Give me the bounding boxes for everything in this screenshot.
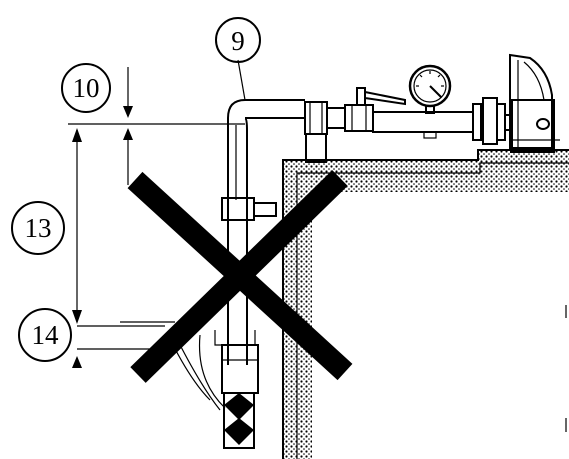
callout-14: 14 bbox=[18, 308, 72, 362]
valve-handle bbox=[364, 90, 406, 106]
svg-text:9: 9 bbox=[231, 26, 245, 56]
svg-text:14: 14 bbox=[32, 320, 60, 350]
threaded-pipe bbox=[372, 111, 474, 133]
callout-9: 9 bbox=[215, 17, 261, 101]
tee-fitting bbox=[221, 197, 255, 221]
pipe-support bbox=[305, 133, 327, 163]
dimension-lines bbox=[68, 67, 245, 368]
vertical-pipe bbox=[167, 99, 336, 449]
flange bbox=[482, 97, 498, 145]
cross-out-x-icon bbox=[127, 170, 353, 383]
pump-bolt-icon bbox=[536, 118, 550, 130]
pipe-union bbox=[304, 101, 328, 135]
horizontal-pipe bbox=[245, 87, 512, 145]
svg-text:10: 10 bbox=[73, 73, 100, 103]
pressure-gauge-icon bbox=[408, 64, 452, 108]
callout-10: 10 bbox=[61, 63, 111, 113]
ball-valve bbox=[344, 104, 374, 132]
svg-text:13: 13 bbox=[25, 213, 52, 243]
wall-ground bbox=[282, 149, 569, 459]
callout-13: 13 bbox=[11, 201, 65, 255]
pump-housing bbox=[509, 53, 560, 153]
